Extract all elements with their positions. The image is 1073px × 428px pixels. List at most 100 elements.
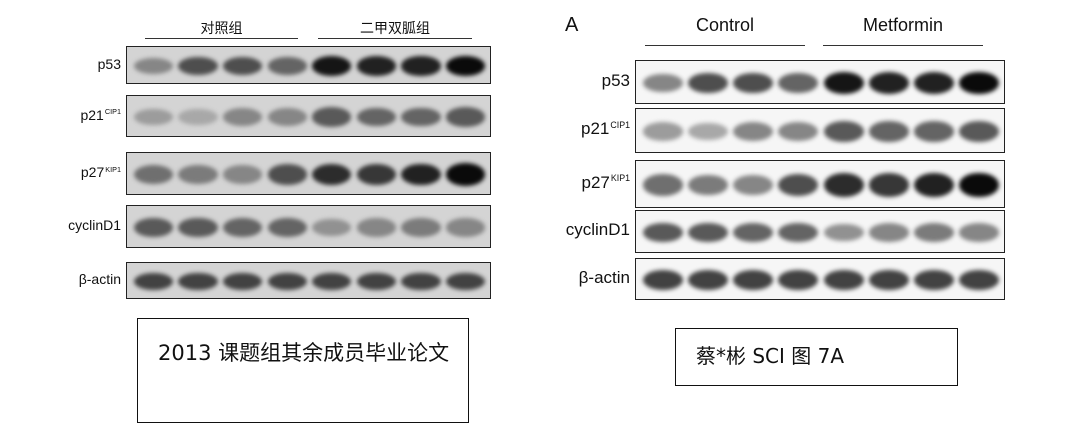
blot-strip-p53 (126, 46, 491, 84)
band-cyclinD1-lane-8 (959, 223, 1000, 242)
band-p27-lane-2 (178, 165, 218, 184)
band-p21-lane-8 (446, 107, 486, 127)
group-label-metformin: Metformin (862, 15, 943, 35)
row-label-cyclinD1: cyclinD1 (565, 220, 630, 240)
blot-strip-cyclinD1 (635, 210, 1005, 253)
band-beta_actin-lane-3 (733, 270, 774, 290)
band-p27-lane-7 (914, 172, 955, 198)
band-p27-lane-1 (133, 165, 173, 184)
band-p53-lane-2 (178, 57, 218, 75)
blot-strip-p27 (126, 152, 491, 195)
band-beta_actin-lane-6 (868, 270, 909, 290)
band-beta_actin-lane-7 (401, 272, 441, 291)
row-label-beta_actin: β-actin (578, 267, 630, 287)
band-p27-lane-3 (222, 165, 263, 184)
band-p21-lane-3 (222, 108, 263, 126)
blot-strip-cyclinD1 (126, 205, 491, 248)
band-beta_actin-lane-1 (133, 272, 173, 291)
band-beta_actin-lane-5 (312, 272, 352, 291)
right-western-blot-panel: A Control Metformin p53 p21CIP1 p27KIP1 cyc… (545, 0, 1073, 300)
band-p21-lane-2 (687, 122, 728, 141)
band-p53-lane-1 (642, 73, 683, 93)
band-beta_actin-lane-5 (823, 270, 864, 290)
band-p53-lane-5 (823, 71, 864, 95)
band-cyclinD1-lane-2 (178, 217, 218, 238)
blot-strip-p21 (635, 108, 1005, 153)
band-p21-lane-8 (959, 121, 1000, 142)
group-line-control (145, 38, 298, 39)
band-p53-lane-7 (401, 56, 441, 76)
band-p21-lane-7 (401, 107, 441, 127)
band-p21-lane-3 (733, 122, 774, 141)
band-p27-lane-1 (642, 174, 683, 196)
blot-strip-p53 (635, 60, 1005, 104)
band-p21-lane-1 (133, 108, 173, 126)
band-p53-lane-4 (267, 57, 307, 75)
band-p53-lane-8 (446, 56, 486, 76)
band-beta_actin-lane-4 (778, 270, 819, 290)
band-p27-lane-3 (733, 174, 774, 196)
band-p27-lane-4 (778, 173, 819, 197)
band-cyclinD1-lane-2 (687, 222, 728, 243)
band-p27-lane-8 (959, 172, 1000, 198)
band-p53-lane-6 (356, 56, 397, 76)
row-label-p21: p21CIP1 (580, 119, 630, 139)
caption-text-sci: 蔡*彬 SCI 图 7A (696, 344, 845, 368)
band-p53-lane-6 (868, 71, 909, 95)
row-label-cyclinD1: cyclinD1 (68, 217, 121, 234)
group-label-control-cn: 对照组 (200, 21, 243, 37)
band-p53-lane-7 (914, 71, 955, 95)
band-p27-lane-4 (267, 164, 307, 185)
band-p21-lane-1 (642, 122, 683, 141)
row-label-p53: p53 (601, 70, 630, 90)
band-beta_actin-lane-1 (642, 270, 683, 290)
caption-box-sci: 蔡*彬 SCI 图 7A (675, 328, 958, 386)
band-p21-lane-5 (823, 121, 864, 142)
blot-strip-beta_actin (635, 258, 1005, 300)
band-beta_actin-lane-8 (959, 270, 1000, 290)
band-cyclinD1-lane-3 (222, 217, 263, 238)
band-p53-lane-3 (733, 72, 774, 94)
band-p21-lane-7 (914, 121, 955, 142)
band-cyclinD1-lane-3 (733, 222, 774, 243)
band-cyclinD1-lane-8 (446, 218, 486, 237)
band-p27-lane-7 (401, 163, 441, 186)
row-label-p53: p53 (97, 55, 121, 72)
band-p53-lane-4 (778, 73, 819, 93)
band-p53-lane-2 (687, 72, 728, 94)
group-label-metformin-cn: 二甲双胍组 (360, 21, 430, 37)
band-beta_actin-lane-4 (267, 272, 307, 291)
band-p21-lane-4 (267, 108, 307, 126)
band-beta_actin-lane-6 (356, 272, 397, 291)
band-cyclinD1-lane-1 (133, 217, 173, 238)
band-cyclinD1-lane-5 (823, 223, 864, 242)
row-label-p21: p21CIP1 (80, 106, 121, 123)
caption-box-thesis: 2013 课题组其余成员毕业论文 (137, 318, 469, 423)
band-p27-lane-6 (356, 164, 397, 185)
band-p27-lane-6 (868, 173, 909, 197)
band-p21-lane-4 (778, 122, 819, 141)
band-cyclinD1-lane-5 (312, 218, 352, 237)
band-p27-lane-8 (446, 163, 486, 186)
panel-letter: A (565, 14, 579, 36)
band-p27-lane-5 (312, 163, 352, 186)
band-beta_actin-lane-2 (687, 270, 728, 290)
band-cyclinD1-lane-6 (868, 223, 909, 242)
band-p21-lane-2 (178, 108, 218, 126)
band-p21-lane-6 (868, 121, 909, 142)
blot-strip-p27 (635, 160, 1005, 208)
group-line-metformin (318, 38, 472, 39)
blot-strip-p21 (126, 95, 491, 137)
row-label-p27: p27KIP1 (581, 172, 630, 192)
row-label-p27: p27KIP1 (80, 164, 121, 181)
band-cyclinD1-lane-6 (356, 218, 397, 237)
band-beta_actin-lane-7 (914, 270, 955, 290)
band-p21-lane-6 (356, 107, 397, 127)
band-cyclinD1-lane-7 (401, 218, 441, 237)
group-label-control: Control (695, 15, 755, 35)
blot-strip-beta_actin (126, 262, 491, 299)
band-beta_actin-lane-3 (222, 272, 263, 291)
band-p53-lane-8 (959, 71, 1000, 95)
